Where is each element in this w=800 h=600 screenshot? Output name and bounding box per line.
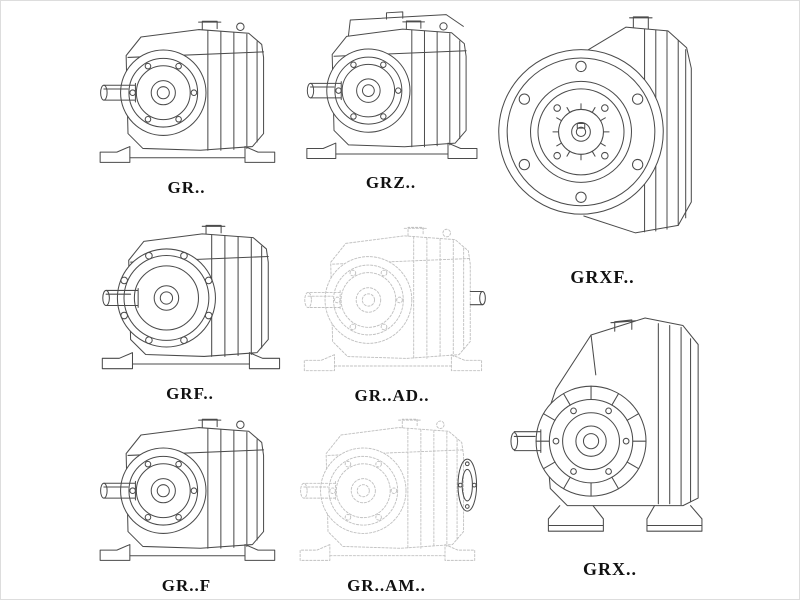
gr-f-figure: GR..F [89, 409, 284, 596]
gr-ad-figure: GR..AD.. [293, 217, 491, 406]
gr-am-drawing [289, 409, 478, 572]
grx-figure: GRX.. [501, 299, 719, 580]
grx-label: GRX.. [583, 559, 637, 580]
gr-ad-label: GR..AD.. [354, 386, 430, 405]
gr-f-drawing [89, 409, 284, 572]
grxf-figure: GRXF.. [495, 1, 710, 288]
gr-am-label: GR..AM.. [347, 575, 426, 595]
grxf-drawing [495, 1, 710, 263]
gr-ad-input-shaft [469, 290, 486, 306]
gr-label: GR.. [167, 177, 206, 197]
gr-am-figure: GR..AM.. [289, 409, 484, 596]
gr-am-motor-flange [457, 458, 478, 512]
gr-drawing [89, 11, 284, 174]
gr-figure: GR.. [89, 11, 284, 198]
grz-label: GRZ.. [365, 173, 417, 193]
grz-figure: GRZ.. [296, 11, 486, 193]
grf-figure: GRF.. [91, 215, 289, 404]
gr-ad-drawing [293, 217, 486, 382]
grx-drawing [501, 299, 719, 545]
grf-drawing [91, 215, 289, 380]
grxf-label: GRXF.. [570, 266, 635, 287]
gr-f-label: GR..F [161, 575, 212, 595]
grf-label: GRF.. [166, 384, 214, 403]
grz-drawing [296, 11, 486, 169]
